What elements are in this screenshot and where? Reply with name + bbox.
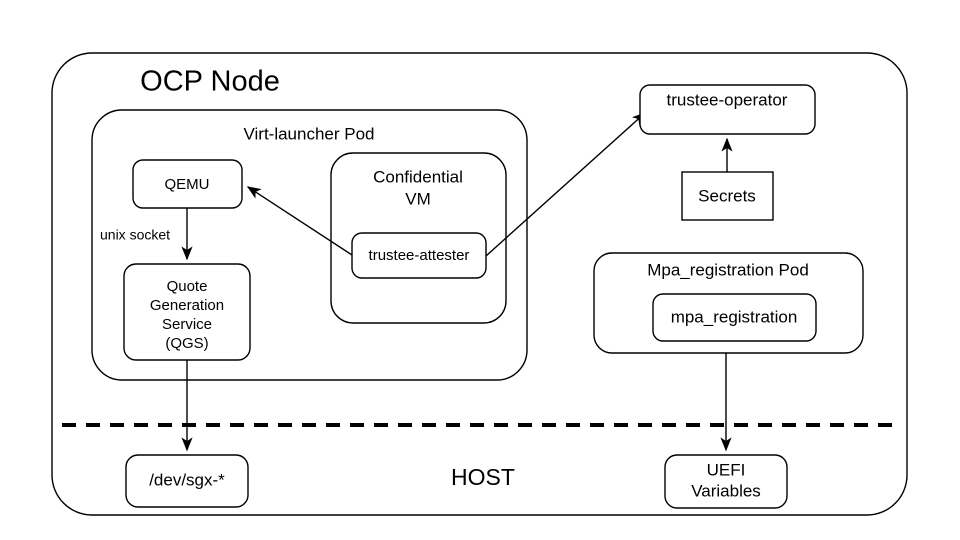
node-uefi-variables[interactable]: UEFI Variables [664, 454, 788, 509]
node-dev-sgx[interactable]: /dev/sgx-* [125, 454, 249, 508]
qemu-label: QEMU [165, 176, 210, 193]
dev-sgx-box[interactable] [125, 454, 249, 508]
node-qgs[interactable]: Quote Generation Service (QGS) [123, 263, 251, 361]
secrets-box[interactable] [681, 171, 774, 221]
trustee-attester-label: trustee-attester [369, 247, 470, 264]
container-mpa-registration-pod: Mpa_registration Pod [593, 252, 864, 354]
node-trustee-operator[interactable]: trustee-operator [639, 84, 816, 135]
uefi-variables-box[interactable] [664, 454, 788, 509]
node-qemu[interactable]: QEMU [132, 159, 243, 209]
qgs-label-line1: Quote [167, 278, 208, 295]
host-label: HOST [451, 464, 515, 490]
mpa-registration-pod-border [593, 252, 864, 354]
trustee-operator-label: trustee-operator [667, 90, 788, 109]
edges-layer: unix socket [100, 112, 733, 452]
container-virt-launcher-pod: Virt-launcher Pod [91, 109, 528, 381]
qgs-label-line4: (QGS) [165, 335, 208, 352]
confidential-vm-title-line2: VM [405, 189, 431, 208]
virt-launcher-pod-border [91, 109, 528, 381]
uefi-variables-label-line2: Variables [691, 481, 761, 500]
node-trustee-attester[interactable]: trustee-attester [351, 232, 487, 279]
edge-trustee-attester-to-qemu [246, 186, 353, 256]
qemu-box[interactable] [132, 159, 243, 209]
trustee-attester-box[interactable] [351, 232, 487, 279]
mpa-registration-label: mpa_registration [671, 307, 798, 326]
qgs-label-line2: Generation [150, 297, 224, 314]
mpa-registration-pod-title: Mpa_registration Pod [647, 260, 809, 279]
trustee-operator-box[interactable] [639, 84, 816, 135]
qgs-box[interactable] [123, 263, 251, 361]
confidential-vm-title-line1: Confidential [373, 167, 463, 186]
node-mpa-registration[interactable]: mpa_registration [652, 293, 817, 342]
ocp-node-border [51, 52, 908, 516]
edge-trustee-attester-to-trustee-operator [485, 112, 647, 257]
virt-launcher-pod-title: Virt-launcher Pod [243, 124, 374, 143]
container-ocp-node: OCP Node [51, 52, 908, 516]
mpa-registration-box[interactable] [652, 293, 817, 342]
dev-sgx-label: /dev/sgx-* [149, 470, 225, 489]
uefi-variables-label-line1: UEFI [707, 460, 746, 479]
node-secrets[interactable]: Secrets [681, 171, 774, 221]
edge-label-unix-socket: unix socket [100, 227, 170, 243]
qgs-label-line3: Service [162, 316, 212, 333]
secrets-label: Secrets [698, 186, 756, 205]
ocp-node-title: OCP Node [140, 66, 280, 98]
